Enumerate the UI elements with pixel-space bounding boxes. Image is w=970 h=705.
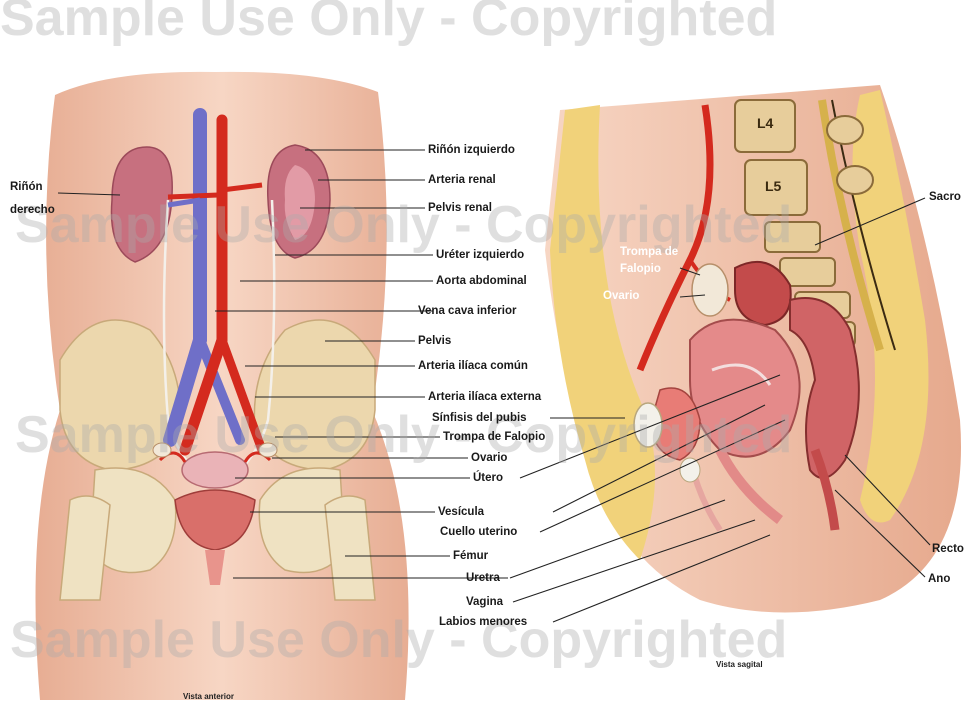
label-arteria-renal: Arteria renal	[428, 173, 496, 187]
vertebra-l4-label: L4	[757, 115, 773, 131]
label-vesicula: Vesícula	[438, 505, 484, 519]
label-trompa-sagital-2: Falopio	[620, 262, 661, 276]
caption-vista-anterior: Vista anterior	[183, 692, 234, 701]
label-ovario: Ovario	[471, 451, 507, 465]
label-utero: Útero	[473, 471, 503, 485]
label-cuello-uterino: Cuello uterino	[440, 525, 517, 539]
label-vagina: Vagina	[466, 595, 503, 609]
label-aorta-abdominal: Aorta abdominal	[436, 274, 527, 288]
label-ovario-sagital: Ovario	[603, 289, 639, 303]
vertebra-l5-label: L5	[765, 178, 781, 194]
label-femur: Fémur	[453, 549, 488, 563]
label-ureter-izquierdo: Uréter izquierdo	[436, 248, 524, 262]
label-pelvis-renal: Pelvis renal	[428, 201, 492, 215]
label-rinon-derecho-1: Riñón	[10, 180, 43, 194]
label-recto: Recto	[932, 542, 964, 556]
caption-vista-sagital: Vista sagital	[716, 660, 763, 669]
label-rinon-izquierdo: Riñón izquierdo	[428, 143, 515, 157]
label-trompa-de-falopio: Trompa de Falopio	[443, 430, 545, 444]
label-arteria-iliaca-externa: Arteria ilíaca externa	[428, 390, 541, 404]
label-trompa-sagital-1: Trompa de	[620, 245, 678, 259]
label-pelvis: Pelvis	[418, 334, 451, 348]
label-rinon-derecho-2: derecho	[10, 203, 55, 217]
label-sacro: Sacro	[929, 190, 961, 204]
label-ano: Ano	[928, 572, 950, 586]
label-uretra: Uretra	[466, 571, 500, 585]
label-labios-menores: Labios menores	[439, 615, 527, 629]
label-vena-cava-inferior: Vena cava inferior	[418, 304, 516, 318]
label-sinfisis-del-pubis: Sínfisis del pubis	[432, 411, 527, 425]
label-arteria-iliaca-comun: Arteria ilíaca común	[418, 359, 528, 373]
